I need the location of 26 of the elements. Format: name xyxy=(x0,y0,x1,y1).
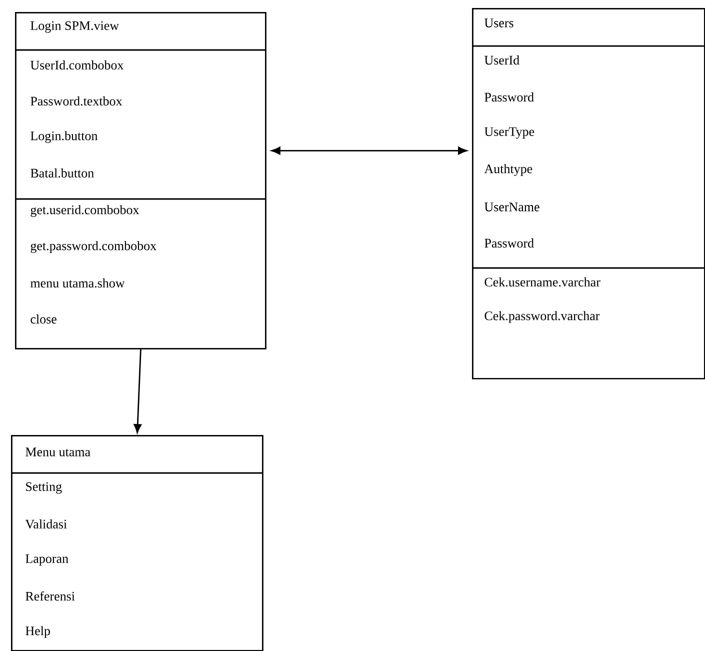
member-text: get.password.combobox xyxy=(30,241,156,253)
member-text: UserId.combobox xyxy=(30,60,124,70)
class-title: Menu utama xyxy=(26,448,90,456)
arrow xyxy=(134,349,142,434)
member-text: Password.textbox xyxy=(30,96,122,106)
member-text: get.userid.combobox xyxy=(30,205,140,217)
member-text: Referensi xyxy=(26,591,75,601)
member-text: Authtype xyxy=(484,164,532,176)
member-text: Login.button xyxy=(30,131,98,143)
member-text: Cek.username.varchar xyxy=(484,277,600,287)
arrow xyxy=(271,146,468,155)
member-text: menu utama.show xyxy=(30,278,125,288)
member-text: UserName xyxy=(484,202,540,212)
class-title: Users xyxy=(484,18,514,28)
member-text: Cek.password.varchar xyxy=(484,311,600,323)
member-text: Validasi xyxy=(25,519,67,529)
member-text: Help xyxy=(26,626,50,638)
class-title: Login SPM.view xyxy=(30,21,119,33)
member-text: Password xyxy=(484,238,534,248)
member-text: Batal.button xyxy=(30,168,94,178)
member-text: Setting xyxy=(26,482,62,494)
member-text: UserType xyxy=(484,127,534,139)
member-text: UserId xyxy=(484,55,520,65)
member-text: close xyxy=(30,314,56,324)
member-text: Password xyxy=(484,92,534,102)
member-text: Laporan xyxy=(26,554,68,566)
